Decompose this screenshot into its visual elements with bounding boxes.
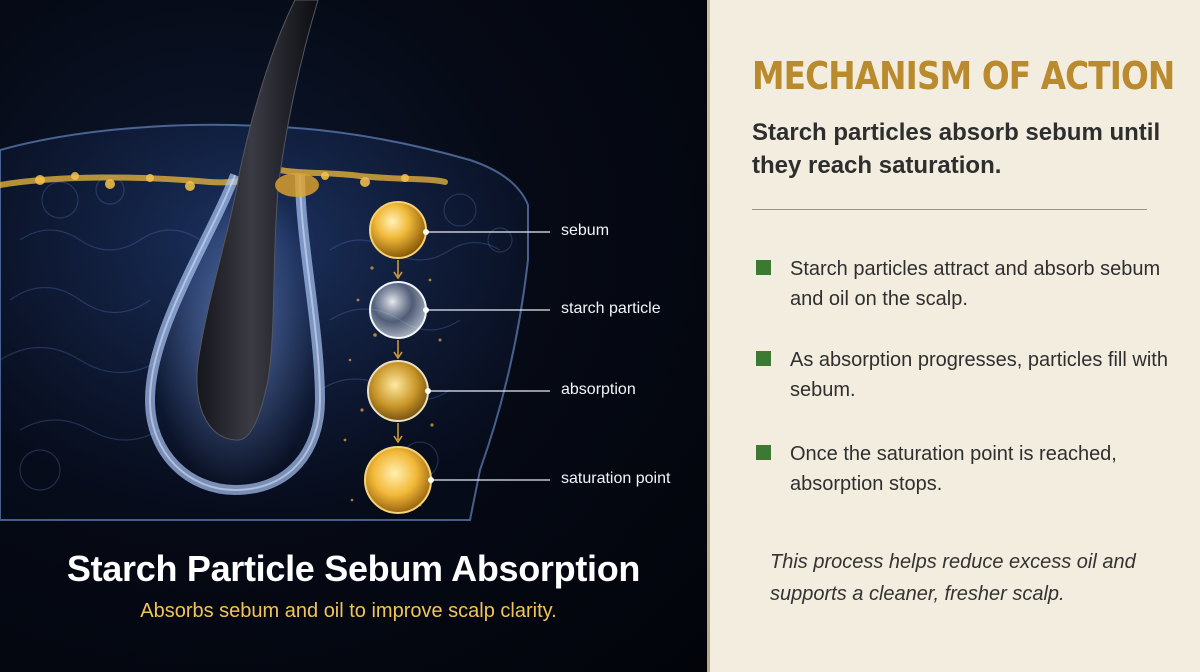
flow-arrows — [393, 260, 403, 444]
diagram-panel: sebum starch particle absorption saturat… — [0, 0, 707, 672]
bullet-text: As absorption progresses, particles fill… — [790, 349, 1168, 401]
bullet-text: Once the saturation point is reached, ab… — [790, 443, 1117, 495]
callout-sebum: sebum — [561, 222, 610, 239]
absorbing-particle — [367, 360, 429, 422]
diagram-title: Starch Particle Sebum Absorption — [66, 548, 641, 589]
callout-absorption: absorption — [561, 381, 636, 398]
diagram-subtitle: Absorbs sebum and oil to improve scalp c… — [140, 600, 557, 622]
panel-divider — [707, 0, 710, 672]
callout-lines — [426, 231, 550, 481]
callout-starch-particle: starch particle — [561, 300, 661, 317]
callout-dots — [423, 229, 434, 483]
bullet-square-icon — [756, 260, 771, 275]
bullet-text: Starch particles attract and absorb sebu… — [790, 258, 1161, 310]
surface-sebum-droplets — [35, 172, 409, 191]
sebaceous-gland — [275, 173, 319, 197]
starch-particle — [369, 281, 427, 339]
bullet-square-icon — [756, 445, 771, 460]
section-title: MECHANISM OF ACTION — [752, 54, 1175, 98]
callout-saturation-point: saturation point — [561, 470, 671, 487]
saturated-particle — [364, 446, 432, 514]
lead-statement: Starch particles absorb sebum until they… — [752, 119, 1161, 179]
sebum-particle — [369, 201, 427, 259]
text-panel: MECHANISM OF ACTION Starch particles abs… — [710, 0, 1200, 672]
horizontal-rule — [752, 209, 1147, 210]
hair-shaft — [196, 0, 319, 441]
bullet-square-icon — [756, 351, 771, 366]
scalp-cross-section-illustration — [0, 0, 550, 521]
closing-note: This process helps reduce excess oil and… — [770, 551, 1136, 605]
